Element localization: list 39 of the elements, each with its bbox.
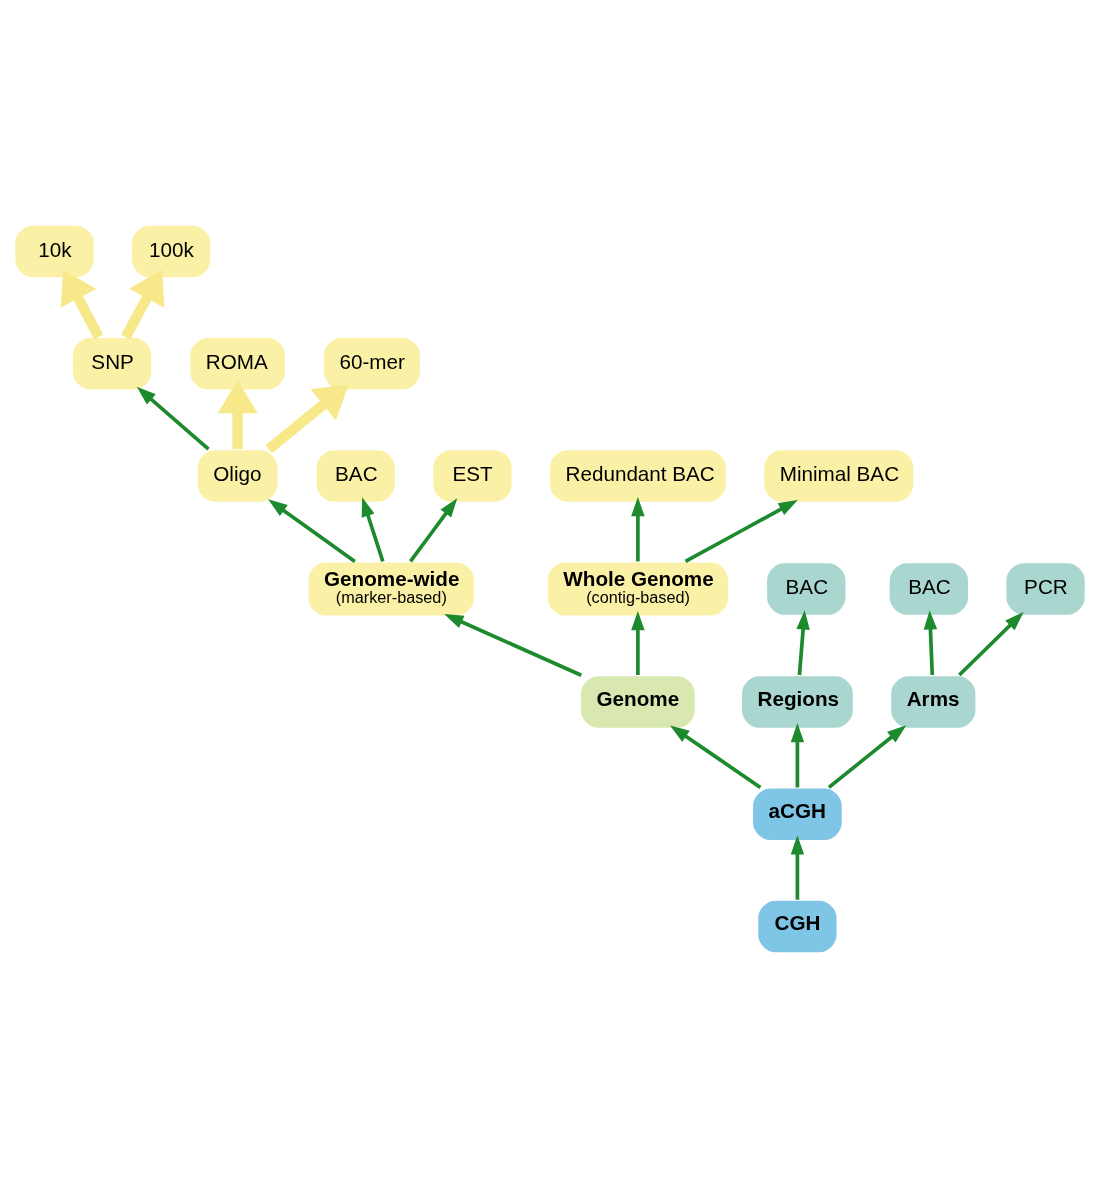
node-box: BAC — [765, 561, 847, 617]
arrow — [631, 611, 645, 675]
arrow — [923, 610, 938, 676]
node-box: 10k — [13, 224, 96, 279]
node-box: aCGH — [751, 786, 844, 842]
arrow — [684, 499, 798, 564]
node-box: BAC — [315, 448, 397, 504]
arrow — [265, 384, 349, 454]
arrow — [670, 725, 762, 789]
arrow — [827, 725, 907, 789]
node-box: SNP — [71, 336, 153, 392]
node-box: EST — [431, 448, 514, 504]
arrow — [790, 835, 805, 900]
node-box: Regions — [740, 674, 855, 730]
node-box: Genome — [579, 674, 697, 730]
node-box: Whole Genome (contig-based) — [546, 560, 730, 618]
arrow — [121, 269, 165, 340]
node-box: Oligo — [196, 448, 279, 504]
node-box: ROMA — [188, 336, 287, 392]
arrow — [958, 611, 1024, 677]
arrow — [361, 497, 385, 562]
arrow — [60, 269, 104, 340]
node-box: Genome-wide (marker-based) — [307, 560, 476, 618]
arrow — [631, 497, 645, 562]
node-box: CGH — [756, 899, 839, 954]
arrow — [796, 610, 810, 676]
arrow — [136, 386, 210, 451]
arrow — [408, 498, 458, 563]
arrow — [790, 723, 805, 788]
node-box: Redundant BAC — [548, 448, 728, 504]
node-box: 100k — [130, 224, 212, 279]
arrow — [217, 380, 258, 450]
node-box: Minimal BAC — [762, 448, 915, 504]
node-box: 60-mer — [322, 336, 422, 392]
arrow — [444, 614, 583, 677]
node-box: Arms — [889, 674, 977, 730]
node-box: BAC — [888, 561, 970, 617]
node-box: PCR — [1004, 561, 1087, 617]
arrow — [268, 499, 356, 563]
